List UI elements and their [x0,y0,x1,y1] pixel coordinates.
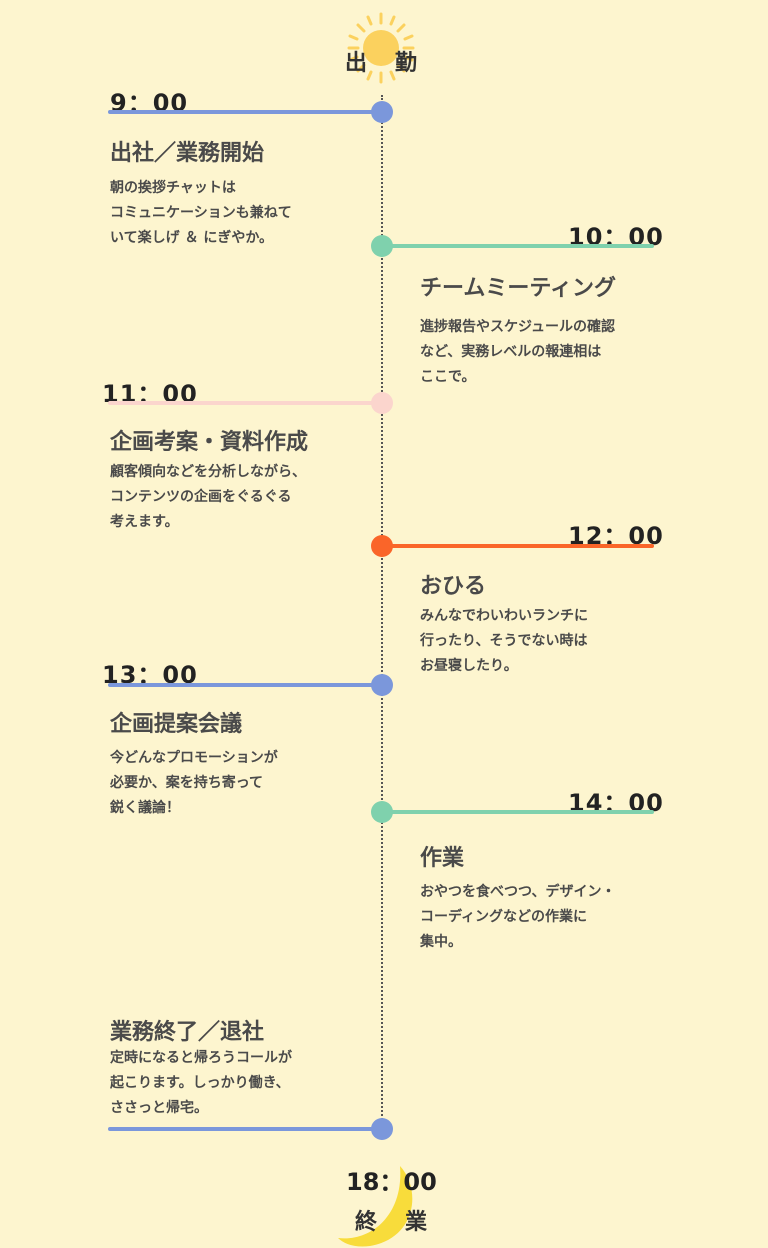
time-marker-line [108,1127,383,1131]
time-marker-line [108,110,383,114]
time-marker-line [381,244,654,248]
event-description: 進捗報告やスケジュールの確認 など、実務レベルの報連相は ここで。 [420,319,616,385]
timeline-dot [371,101,393,123]
event-description: おやつを食べつつ、デザイン・ コーディングなどの作業に 集中。 [420,884,616,950]
time-marker-line [108,401,383,405]
timeline-dot [371,801,393,823]
event-title: 作業 [420,846,465,871]
timeline-axis [381,95,383,1135]
time-marker-line [381,544,654,548]
sun-icon [347,12,415,84]
event-title: 企画提案会議 [110,712,243,737]
event-title: 出社／業務開始 [110,141,265,166]
end-time: 18：00 [346,1168,437,1196]
event-title: おひる [420,574,487,599]
event-description: 朝の挨拶チャットは コミュニケーションも兼ねて いて楽しげ ＆ にぎやか。 [110,180,292,246]
timeline-dot [371,1118,393,1140]
event-title: 業務終了／退社 [110,1020,265,1045]
event-title: 企画考案・資料作成 [110,430,309,455]
event-description: 顧客傾向などを分析しながら、 コンテンツの企画をぐるぐる 考えます。 [110,464,306,530]
start-label: 出勤 [345,51,446,76]
end-label: 終業 [355,1210,456,1235]
time-marker-line [108,683,383,687]
event-description: 定時になると帰ろうコールが 起こります。しっかり働き、 ささっと帰宅。 [110,1050,292,1116]
timeline-dot [371,674,393,696]
timeline-dot [371,535,393,557]
event-description: 今どんなプロモーションが 必要か、案を持ち寄って 鋭く議論！ [110,750,278,816]
event-title: チームミーティング [420,276,617,301]
timeline-dot [371,235,393,257]
time-marker-line [381,810,654,814]
event-description: みんなでわいわいランチに 行ったり、そうでない時は お昼寝したり。 [420,608,588,674]
timeline-dot [371,392,393,414]
moon-icon [338,1166,413,1247]
